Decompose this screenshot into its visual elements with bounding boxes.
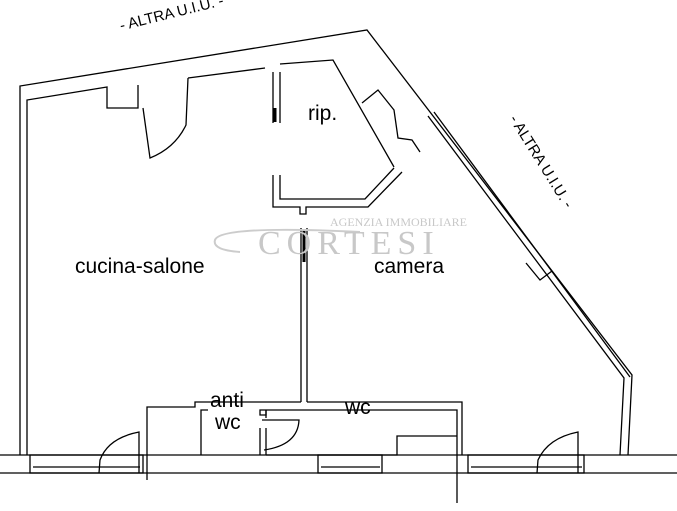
watermark-subtitle: AGENZIA IMMOBILIARE bbox=[330, 215, 467, 229]
room-label-wc: wc bbox=[345, 396, 371, 419]
rip-wall-bottom-inner bbox=[279, 167, 395, 200]
right-niche bbox=[525, 262, 553, 281]
door-swing-bottom-right bbox=[536, 431, 579, 474]
room-label-anti-wc: wc bbox=[215, 411, 241, 434]
inner-wall-top-mid bbox=[187, 67, 266, 79]
right-wall-inner bbox=[433, 111, 631, 378]
cucina-bottom-step bbox=[146, 401, 301, 455]
window-1 bbox=[29, 454, 144, 474]
door-swing-top bbox=[142, 77, 189, 159]
outer-wall-top-left bbox=[19, 29, 633, 456]
room-label-rip: rip. bbox=[308, 102, 338, 125]
door-swing-antiwc bbox=[262, 419, 300, 451]
room-label-camera: camera bbox=[374, 255, 445, 278]
inner-wall-top-right bbox=[279, 59, 395, 168]
door-swing-bottom-left bbox=[98, 431, 140, 474]
wc-bottom bbox=[266, 435, 457, 456]
watermark-logo: CORTESI bbox=[258, 225, 440, 262]
rip-wall-bottom bbox=[272, 171, 403, 215]
outer-wall-right-inner bbox=[427, 115, 625, 456]
inner-wall-top-left bbox=[26, 85, 139, 455]
wc-inner bbox=[259, 409, 458, 503]
window-3 bbox=[467, 454, 585, 474]
antiwc-inner bbox=[200, 409, 208, 455]
room-label-cucina-salone: cucina-salone bbox=[75, 255, 205, 278]
window-2 bbox=[317, 454, 383, 474]
room-label-anti: anti bbox=[210, 389, 244, 412]
wc-outer-right bbox=[307, 401, 463, 455]
niche-rip bbox=[361, 89, 421, 153]
watermark-swoosh bbox=[213, 228, 361, 253]
